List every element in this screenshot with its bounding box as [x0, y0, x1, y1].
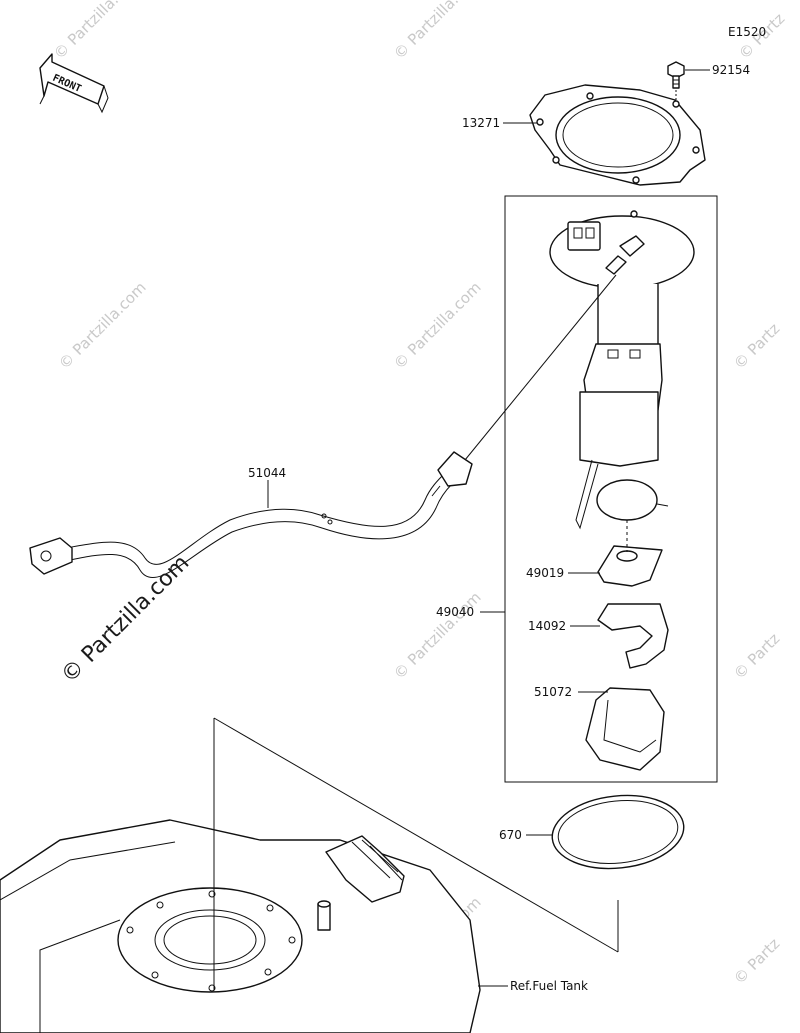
part-label-hose: 51044	[248, 466, 286, 480]
fuel-hose-part	[29, 451, 473, 578]
pump-assembly-frame	[504, 195, 718, 783]
watermark: © Partzilla.com	[390, 588, 485, 683]
diagram-code: E1520	[728, 25, 766, 39]
watermark: © Partz	[730, 935, 783, 988]
front-arrow-icon: FRONT	[39, 53, 109, 114]
watermark-prominent: © Partzilla.com	[57, 551, 195, 689]
cover-part	[585, 687, 665, 771]
gasket-plate-part	[529, 84, 706, 186]
bracket-part	[597, 603, 669, 669]
watermark: © Partzilla.com	[50, 0, 145, 63]
oring-part	[551, 794, 685, 870]
watermark: © Partz	[730, 630, 783, 683]
bolt-part	[667, 61, 685, 89]
part-label-bracket: 14092	[528, 619, 566, 633]
watermark: © Partzilla.com	[390, 278, 485, 373]
fuel-pump-part	[549, 210, 695, 530]
watermark: © Partzilla.com	[390, 0, 485, 63]
watermark: © Partzilla.com	[55, 278, 150, 373]
part-label-gasket-plate: 13271	[462, 116, 500, 130]
watermark: © Partz	[730, 320, 783, 373]
part-label-bolt: 92154	[712, 63, 750, 77]
strainer-part	[597, 520, 663, 587]
part-label-oring: 670	[499, 828, 522, 842]
part-label-cover: 51072	[534, 685, 572, 699]
part-label-strainer: 49019	[526, 566, 564, 580]
fuel-tank-part	[0, 819, 481, 1033]
part-label-pump-assembly: 49040	[436, 605, 474, 619]
part-label-ref-fuel-tank: Ref.Fuel Tank	[510, 979, 588, 993]
